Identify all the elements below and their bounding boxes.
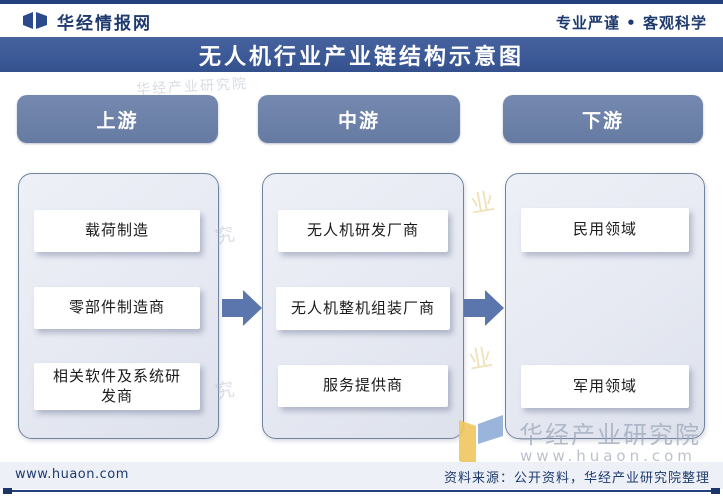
arrow-upstream-to-midstream-icon <box>222 290 262 326</box>
arrow-midstream-to-downstream-icon <box>464 290 504 326</box>
title-bar: 无人机行业产业链结构示意图 <box>0 37 723 72</box>
panel-downstream: 民用领域 军用领域 <box>505 173 705 439</box>
node-service-providers: 服务提供商 <box>278 365 448 407</box>
node-parts-manufacturers: 零部件制造商 <box>34 287 200 329</box>
watermark-fragment-char: 业 <box>466 343 495 375</box>
brand-name: 华经情报网 <box>57 14 152 34</box>
column-header-midstream: 中游 <box>258 95 460 143</box>
node-military-field: 军用领域 <box>521 365 689 408</box>
column-header-downstream: 下游 <box>503 95 703 143</box>
huajing-logo-icon <box>23 11 47 29</box>
watermark-fragment-char: 业 <box>468 187 497 219</box>
top-accent-line <box>0 0 723 4</box>
column-header-upstream: 上游 <box>17 95 218 143</box>
footer-bar <box>0 462 723 489</box>
node-payload-manufacturing: 载荷制造 <box>34 210 200 252</box>
footer-rule-line <box>8 490 715 492</box>
node-civil-field: 民用领域 <box>521 208 689 252</box>
footer-source-note: 资料来源：公开资料，华经产业研究院整理 <box>443 471 710 486</box>
panel-upstream: 载荷制造 零部件制造商 相关软件及系统研发商 <box>18 173 219 439</box>
panel-midstream: 无人机研发厂商 无人机整机组装厂商 服务提供商 <box>262 173 464 439</box>
footer-site-url: www.huaon.com <box>15 467 129 482</box>
node-software-system-developers: 相关软件及系统研发商 <box>34 363 200 410</box>
page-title: 无人机行业产业链结构示意图 <box>198 44 524 70</box>
node-uav-assembly-manufacturers: 无人机整机组装厂商 <box>276 287 450 330</box>
brand-slogan: 专业严谨 • 客观科学 <box>555 14 707 32</box>
node-uav-rd-manufacturers: 无人机研发厂商 <box>278 210 448 252</box>
footer-rule-cap-left <box>3 488 12 494</box>
footer-rule-cap-right <box>711 488 720 494</box>
brand-lockup: 华经情报网 <box>22 9 152 34</box>
